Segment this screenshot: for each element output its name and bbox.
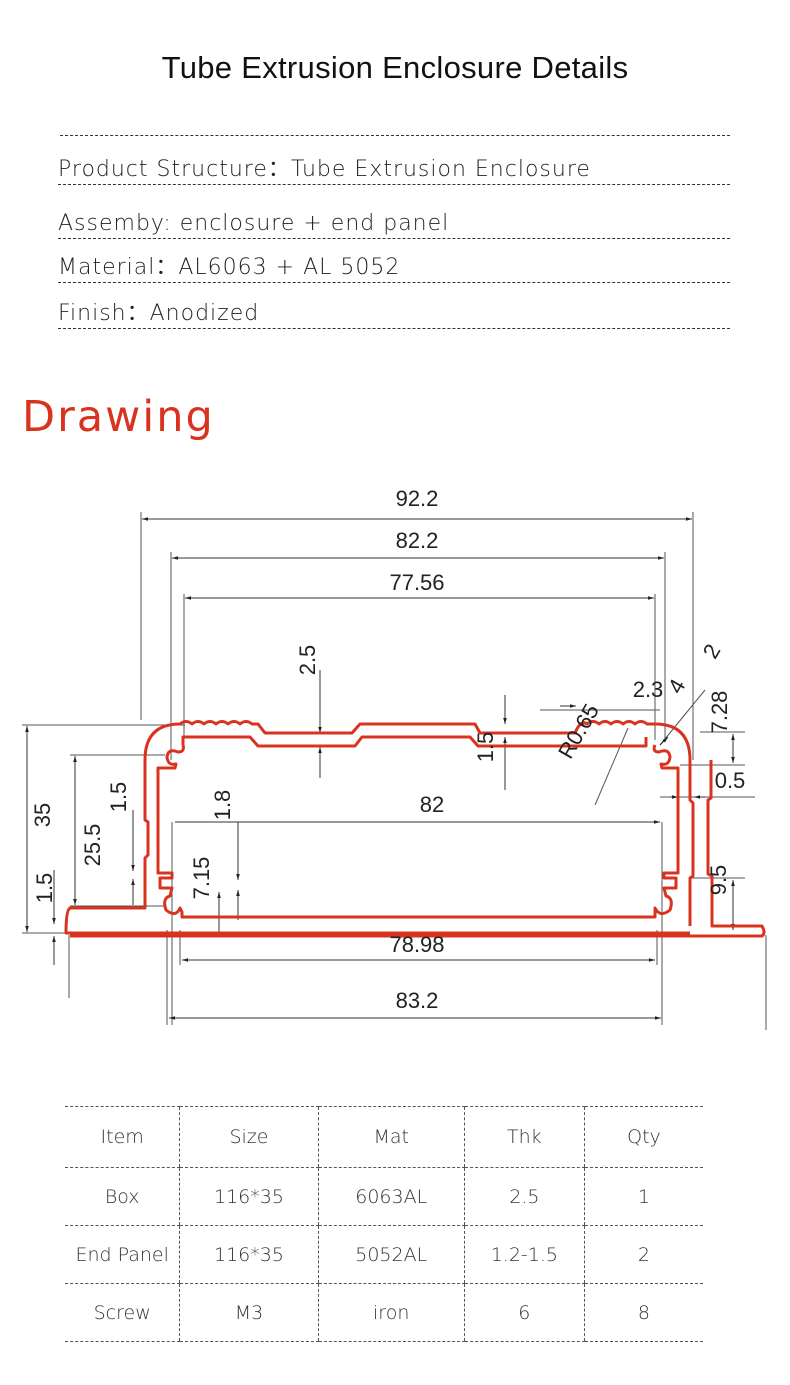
cell-mat: 6063AL [317,1167,465,1226]
dim-bottom-inner-width: 78.98 [389,932,444,957]
cell-size: 116*35 [179,1167,319,1226]
dim-height: 35 [30,803,55,827]
cell-qty: 1 [583,1167,703,1226]
dim-corner-angle: 4 [663,675,691,698]
header-qty: Qty [583,1106,703,1168]
enclosure-profile [64,720,766,938]
dim-corner-2: 2 [698,640,726,663]
dim-inner-height: 25.5 [80,824,105,867]
dim-wall-gap: 0.5 [715,768,746,793]
extension-lines [22,512,767,1030]
dim-top-inner-width: 77.56 [389,570,444,595]
cell-mat: 5052AL [317,1225,465,1284]
enclosure-drawing: 92.2 82.2 77.56 82 78.98 83.2 2.5 1.5 R0… [22,486,767,1030]
dim-corner-offset: 2.3 [633,677,664,702]
page-title: Tube Extrusion Enclosure Details [161,50,629,85]
dim-rib: 1.8 [210,790,235,821]
table-header-row: Item Size Mat Thk Qty [65,1106,703,1168]
dim-flange-thickness: 1.5 [32,873,57,904]
dim-slot-height: 7.28 [707,691,732,734]
dim-overall-width: 92.2 [396,486,439,511]
dim-top-step: 1.5 [473,732,498,763]
dim-top-recess: 2.5 [295,645,320,676]
spec-assembly: Assemby: enclosure + end panel [58,210,730,239]
dim-slot: 7.15 [189,857,214,900]
dim-bottom-outer-width: 83.2 [396,988,439,1013]
parts-table: Item Size Mat Thk Qty Box 116*35 6063AL … [65,1106,703,1342]
cell-mat: iron [317,1283,465,1342]
dim-inner-span: 82 [420,792,444,817]
cell-thk: 2.5 [463,1167,585,1226]
header-mat: Mat [317,1106,465,1168]
dim-groove-radius: R0.65 [553,700,604,763]
table-row: End Panel 116*35 5052AL 1.2-1.5 2 [65,1225,703,1284]
cell-item: Screw [65,1283,180,1342]
cell-qty: 2 [583,1225,703,1284]
dim-outer-body-width: 82.2 [396,528,439,553]
spec-material: Material：AL6063 + AL 5052 [58,254,730,283]
header-item: Item [65,1106,180,1168]
table-row: Screw M3 iron 6 8 [65,1283,703,1342]
header-size: Size [179,1106,319,1168]
dim-flange-9-5: 9.5 [706,865,731,896]
spec-divider-top [60,135,730,136]
dim-side-1-5: 1.5 [106,782,131,813]
cell-size: 116*35 [179,1225,319,1284]
cell-size: M3 [179,1283,319,1342]
drawing-heading: Drawing [22,392,215,442]
header-thk: Thk [463,1106,585,1168]
cell-item: End Panel [65,1225,180,1284]
dimension-lines [25,517,735,1020]
spec-product-structure: Product Structure：Tube Extrusion Enclosu… [58,156,730,185]
cell-item: Box [65,1167,180,1226]
cell-thk: 1.2-1.5 [463,1225,585,1284]
spec-finish: Finish：Anodized [58,300,730,329]
table-row: Box 116*35 6063AL 2.5 1 [65,1167,703,1226]
cell-thk: 6 [463,1283,585,1342]
dimension-labels: 92.2 82.2 77.56 82 78.98 83.2 2.5 1.5 R0… [30,486,745,1013]
cell-qty: 8 [583,1283,703,1342]
